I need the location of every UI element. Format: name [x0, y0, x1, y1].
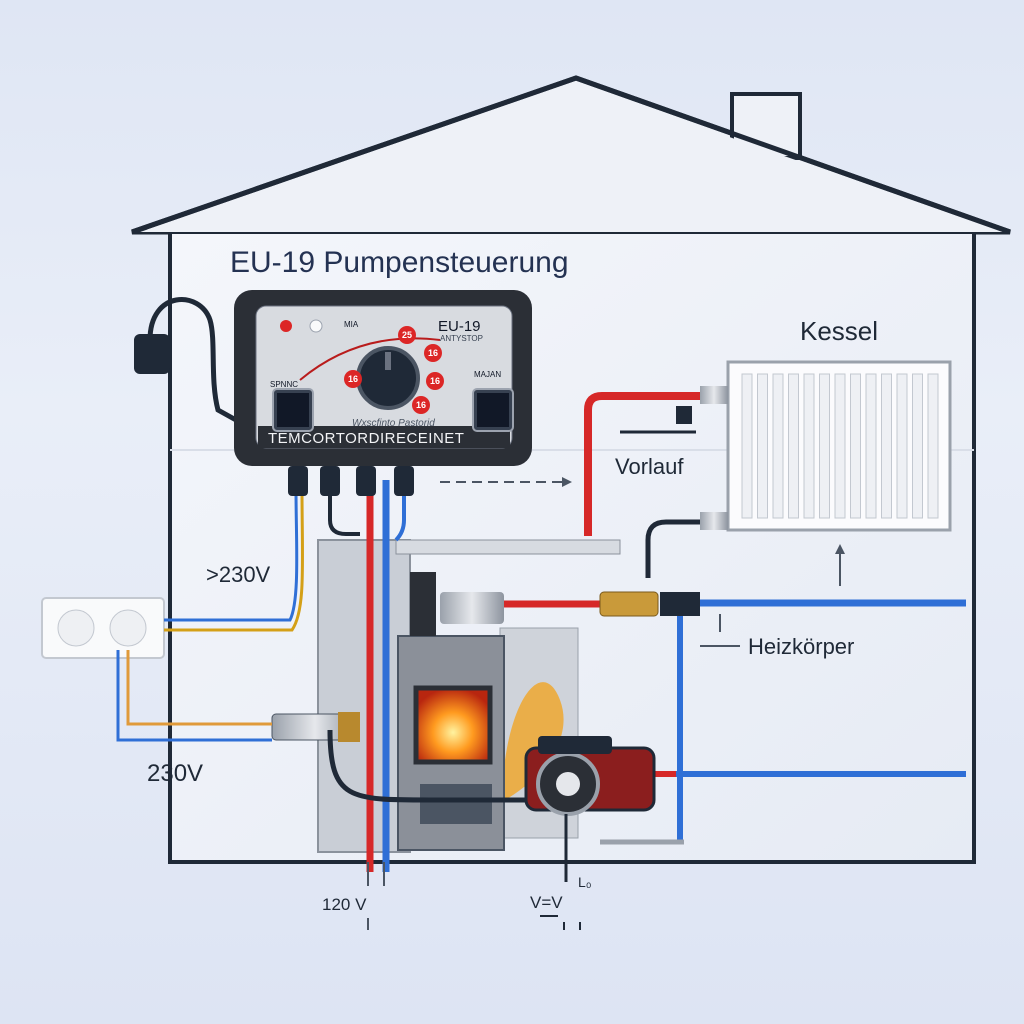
controller-led-white [309, 319, 323, 333]
gland-2 [320, 466, 340, 496]
label-bottom-right-top: L₀ [578, 874, 592, 890]
roof-cover [140, 84, 1004, 232]
label-heizkoerper: Heizkörper [748, 634, 855, 659]
knob-pointer [385, 352, 391, 370]
wire-blue-d [394, 484, 406, 542]
radiator-fin [772, 373, 784, 519]
socket-left [57, 609, 95, 647]
gland-1 [288, 466, 308, 496]
radiator-fin [912, 373, 923, 519]
label-vorlauf: Vorlauf [615, 454, 684, 479]
valve-black [660, 592, 700, 616]
flow-arrow-head [562, 477, 572, 487]
controller-brand: TEMCORTORDIRECEINET [268, 430, 465, 447]
roof-line [131, 75, 1011, 235]
dial-number: 16 [426, 372, 444, 390]
hot-pipe-supply [584, 392, 712, 536]
valve-brass-cap [338, 712, 360, 742]
radiator-fin [927, 373, 939, 519]
label-voltage-bottom-left: 120 V [322, 895, 367, 914]
wire-black-c [328, 484, 360, 536]
wire-blue-a [164, 489, 299, 622]
radiator-fin [741, 373, 753, 519]
gland-4 [394, 466, 414, 496]
pump-head [538, 736, 612, 754]
radiator-fin [803, 373, 815, 519]
radiator-valve-bottom [700, 512, 728, 530]
radiator-valve-top [700, 386, 728, 404]
diagram-title: EU-19 Pumpensteuerung [230, 246, 569, 279]
radiator-fin [819, 373, 830, 519]
dial-number: 25 [398, 326, 416, 344]
controller-led-red [280, 320, 292, 332]
controller-mini-label: MIA [344, 320, 359, 329]
socket-right [109, 609, 147, 647]
radiator-fin [896, 373, 908, 519]
pump-dial [556, 772, 580, 796]
dial-number: 16 [344, 370, 362, 388]
boiler-cabinet [395, 539, 621, 555]
label-voltage-bottom-right: V=V [530, 893, 563, 912]
controller-button-right [474, 390, 512, 430]
controller-mini-label: MAJAN [474, 370, 502, 379]
radiator-fin [850, 373, 861, 519]
stove-door [420, 784, 492, 824]
radiator-fin [757, 373, 768, 519]
wire-orange-b [126, 650, 272, 726]
stove-window [413, 685, 493, 765]
flame-smoke [505, 682, 564, 800]
power-plug [134, 334, 170, 374]
label-kessel: Kessel [800, 316, 879, 346]
pump-cable [327, 729, 530, 803]
radiator-fin [865, 373, 877, 519]
radiator-fins [741, 373, 939, 519]
stove-top-pipe [410, 572, 436, 636]
valve-brass [599, 591, 659, 617]
label-voltage-lower: 230V [147, 760, 204, 787]
dial-number: 16 [424, 344, 442, 362]
controller-model: EU-19 [438, 318, 481, 335]
label-voltage-upper: >230V [206, 562, 271, 587]
boiler-housing [317, 539, 411, 853]
sensor-clip [676, 406, 692, 424]
controller-button-left [274, 390, 312, 430]
radiator-fin [881, 373, 892, 519]
up-arrow-head [835, 544, 845, 554]
radiator-cable [645, 519, 712, 578]
power-cable [147, 297, 238, 423]
wire-blue-b [116, 650, 272, 742]
controller-arc [299, 337, 441, 381]
controller-subtitle: ANTYSTOP [440, 334, 483, 343]
gland-3 [356, 466, 376, 496]
controller-brand-strip [258, 426, 510, 448]
controller-mini-label: SPNNC [270, 380, 299, 389]
radiator-fin [834, 373, 846, 519]
fitting-top [440, 592, 504, 624]
controller-marquee: Wxscfinto Pastorid [352, 418, 435, 429]
radiator-fin [788, 373, 799, 519]
wire-yellow-a [164, 489, 305, 632]
dial-number: 16 [412, 396, 430, 414]
